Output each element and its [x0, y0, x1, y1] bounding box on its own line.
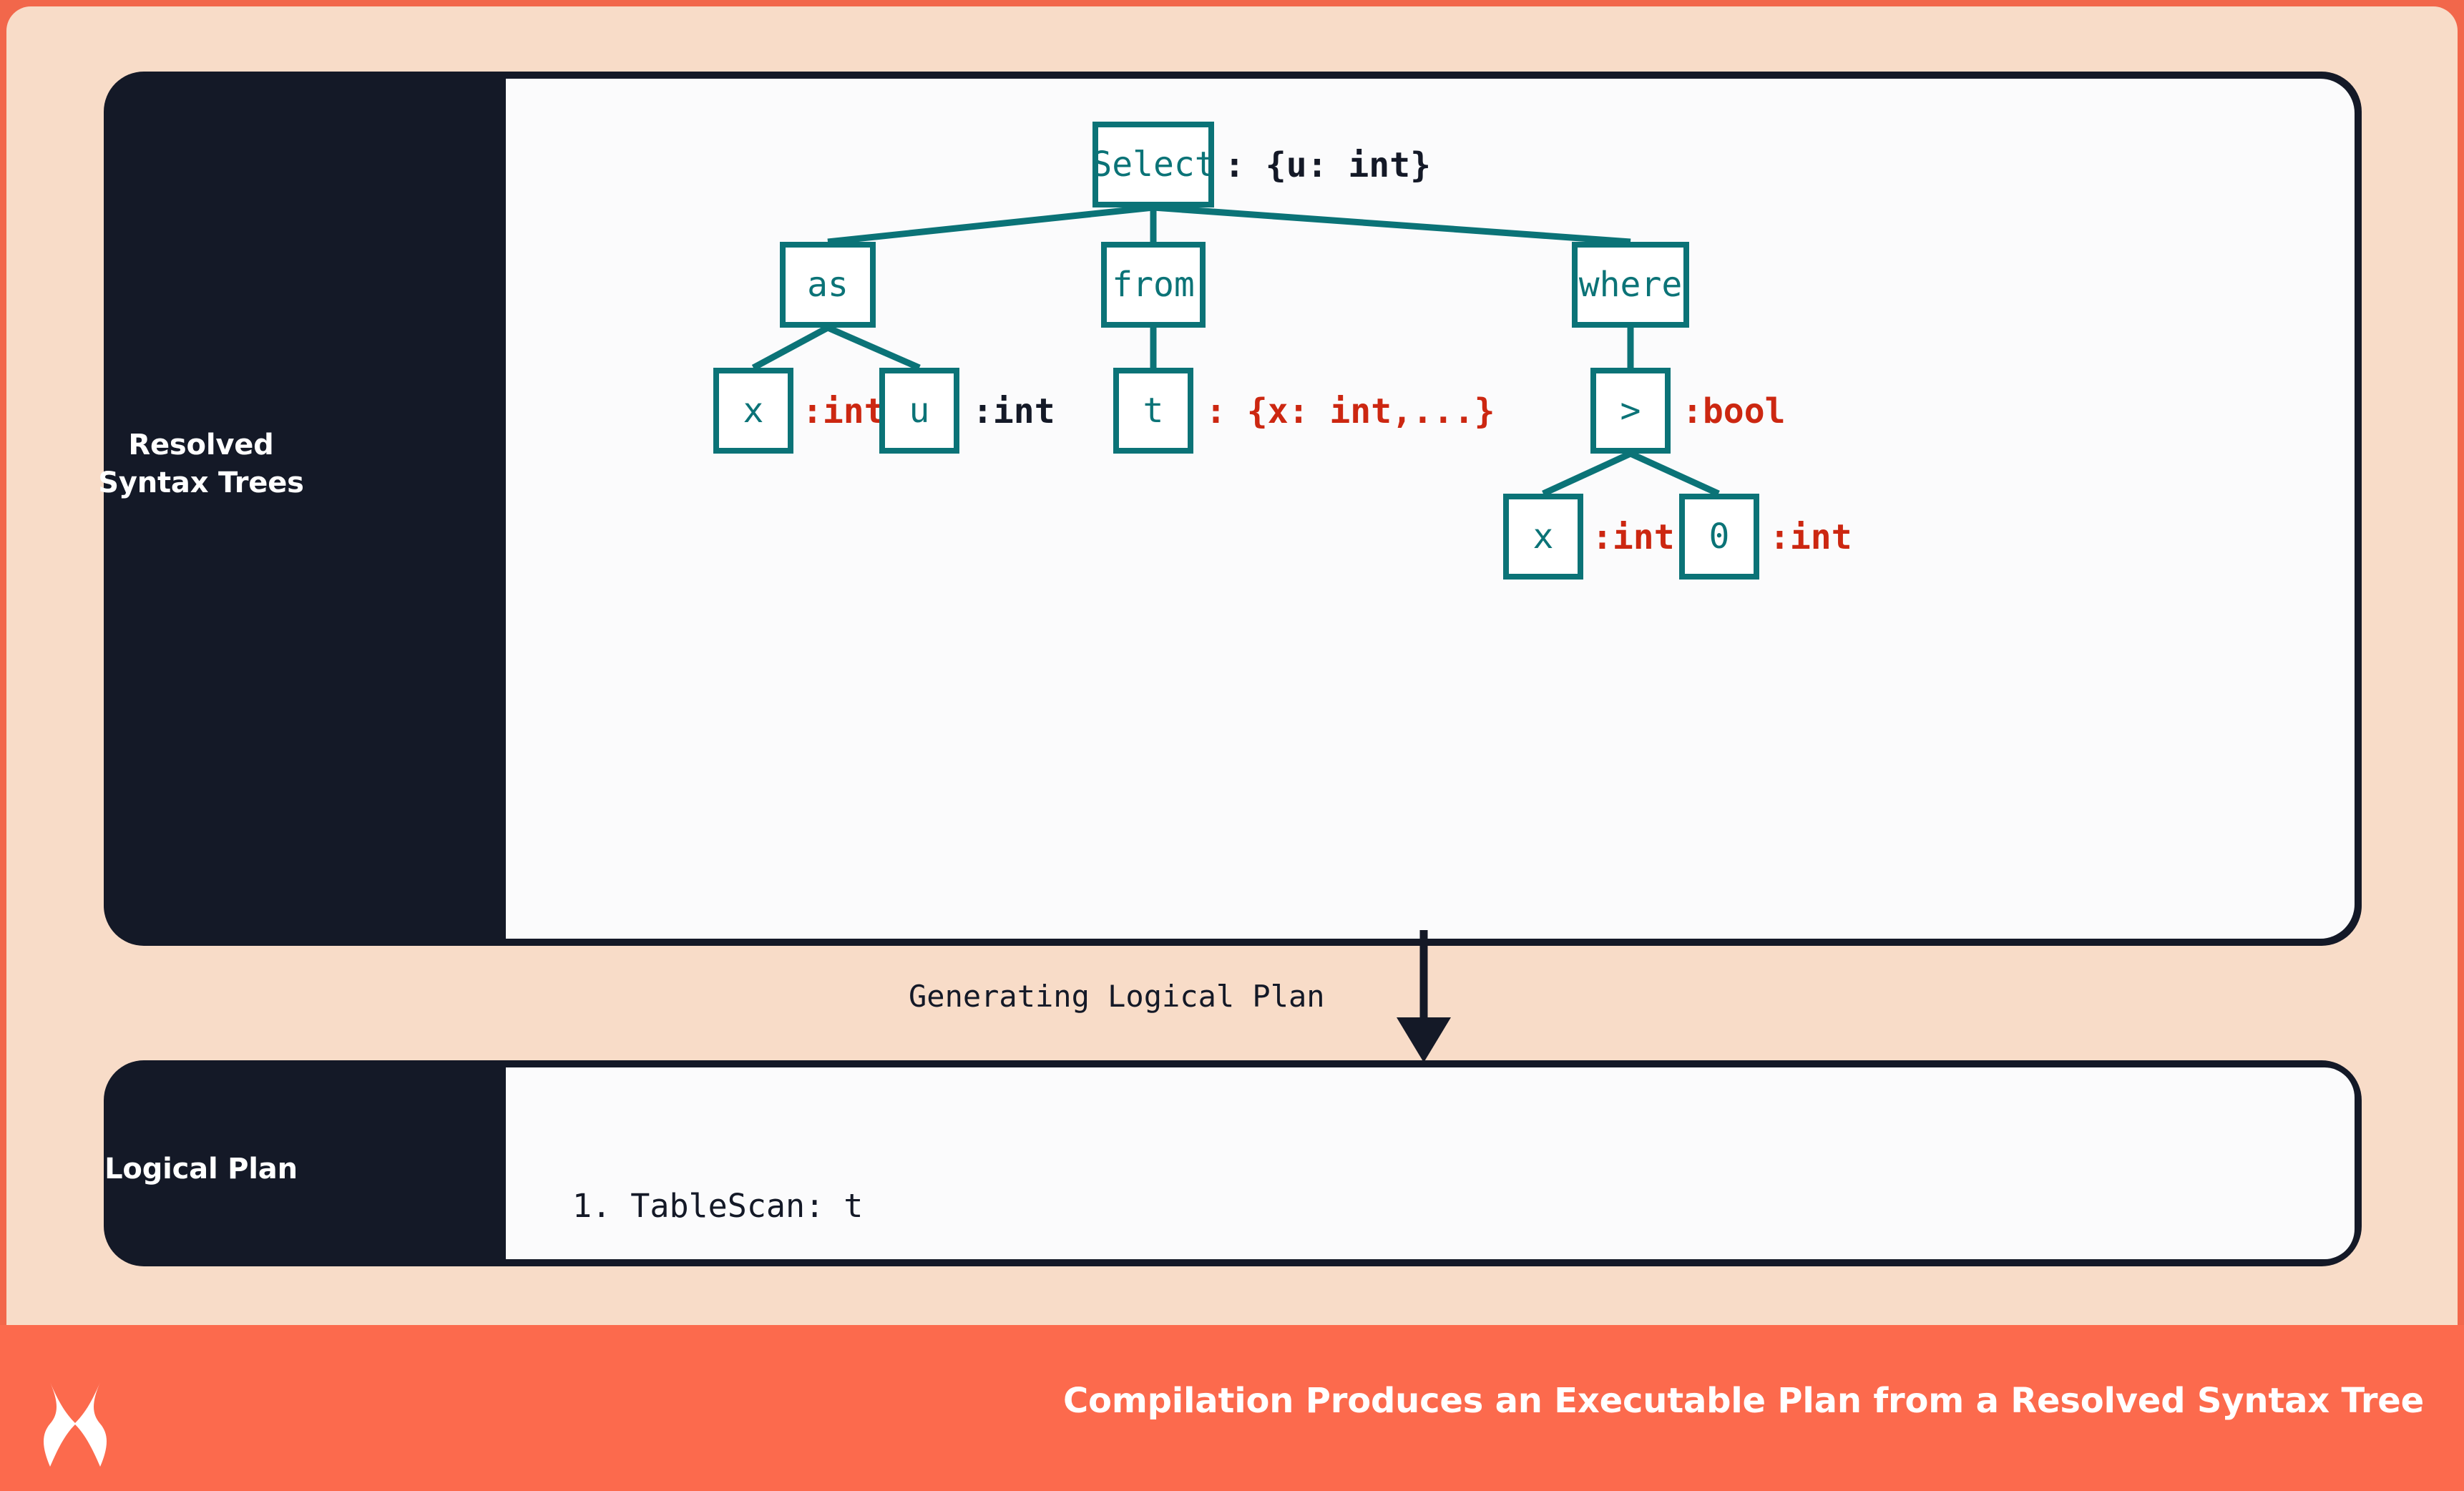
- tree-node-label: >: [1620, 391, 1641, 431]
- plan-step: 1. TableScan: t: [572, 1187, 864, 1226]
- tree-node-from[interactable]: from: [1101, 242, 1206, 328]
- tree-annotation-as-u: :int: [972, 391, 1055, 431]
- tree-node-as[interactable]: as: [780, 242, 876, 328]
- tree-node-label: Select: [1091, 145, 1216, 185]
- footer-caption: Compilation Produces an Executable Plan …: [1063, 1381, 2424, 1421]
- edge-as-u: [826, 324, 921, 371]
- tree-node-label: where: [1578, 265, 1683, 305]
- tree-node-gt-zero[interactable]: 0: [1679, 494, 1759, 580]
- tree-node-as-x[interactable]: x: [713, 368, 793, 454]
- tree-node-label: u: [909, 391, 930, 431]
- tree-node-where[interactable]: where: [1572, 242, 1689, 328]
- tree-node-select[interactable]: Select: [1091, 122, 1216, 207]
- transition-caption: Generating Logical Plan: [909, 979, 1325, 1014]
- tree-annotation-gt-x: :int: [1592, 517, 1675, 557]
- label-line-2: Syntax Trees: [98, 466, 304, 499]
- hourglass-x-logo-icon: [44, 1382, 107, 1467]
- syntax-tree-canvas: [506, 79, 2355, 939]
- resolved-syntax-trees-card: Select : {u: int} as from where x :int u…: [104, 72, 2362, 946]
- tree-annotation-select: : {u: int}: [1224, 145, 1431, 185]
- edge-as-x: [751, 325, 830, 371]
- tree-annotation-gt-zero: :int: [1769, 517, 1852, 557]
- tree-node-gt-x[interactable]: x: [1503, 494, 1583, 580]
- edge-gt-0: [1629, 450, 1720, 497]
- tree-annotation-from-t: : {x: int,...}: [1206, 391, 1495, 431]
- edge-gt-x: [1542, 450, 1632, 497]
- tree-node-label: x: [1532, 517, 1554, 557]
- tree-node-label: from: [1112, 265, 1195, 305]
- tree-annotation-gt: :bool: [1682, 391, 1786, 431]
- edge-select-as: [827, 204, 1154, 245]
- edge-select-where: [1153, 204, 1631, 245]
- tree-node-as-u[interactable]: u: [879, 368, 959, 454]
- tree-node-label: x: [743, 391, 764, 431]
- label-line-1: Resolved: [128, 429, 274, 461]
- logical-plan-label: Logical Plan: [104, 1153, 298, 1186]
- logical-plan-canvas: [506, 1067, 2355, 1259]
- down-arrow-icon: [1397, 930, 1451, 1062]
- tree-node-label: as: [807, 265, 849, 305]
- tree-node-label: t: [1143, 391, 1164, 431]
- logical-plan-card: [104, 1060, 2362, 1266]
- tree-annotation-as-x: :int: [802, 391, 885, 431]
- tree-node-label: 0: [1708, 517, 1730, 557]
- syntax-tree-layer: Select : {u: int} as from where x :int u…: [506, 79, 2355, 939]
- tree-edges: [751, 204, 1720, 497]
- resolved-syntax-trees-label: Resolved Syntax Trees: [0, 426, 402, 502]
- tree-node-gt[interactable]: >: [1590, 368, 1671, 454]
- tree-node-from-t[interactable]: t: [1113, 368, 1193, 454]
- footer-bar: [0, 1325, 2464, 1491]
